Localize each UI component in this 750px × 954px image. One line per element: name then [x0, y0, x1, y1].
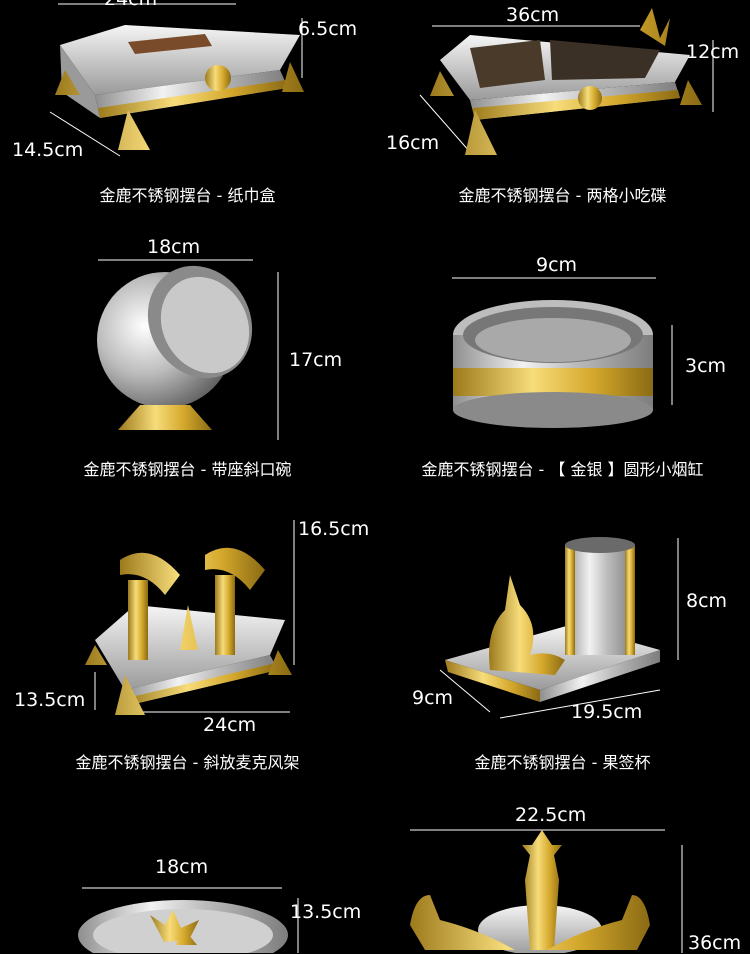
snack-tray-length: 36cm	[506, 4, 560, 26]
bowl-caption: 金鹿不锈钢摆台 - 带座斜口碗	[83, 460, 292, 479]
tissue-box-height: 6.5cm	[298, 18, 358, 40]
tiered-stand-image	[410, 830, 650, 953]
mic-stand-image	[85, 547, 292, 715]
deer-plate-image	[78, 900, 288, 953]
ashtray-diameter: 9cm	[536, 254, 578, 276]
mic-stand-caption: 金鹿不锈钢摆台 - 斜放麦克风架	[75, 753, 300, 772]
bowl-height: 17cm	[289, 349, 343, 371]
ashtray-caption: 金鹿不锈钢摆台 - 【 金银 】圆形小烟缸	[421, 460, 704, 479]
deer-plate-height: 13.5cm	[290, 901, 362, 923]
tiered-stand-height: 36cm	[688, 932, 742, 954]
tiered-stand-width: 22.5cm	[515, 804, 587, 826]
toothpick-cup-length: 19.5cm	[571, 701, 643, 723]
mic-stand-height: 16.5cm	[298, 518, 370, 540]
tissue-box-image	[55, 25, 304, 150]
bowl-diameter: 18cm	[147, 236, 201, 258]
mic-stand-width: 13.5cm	[14, 689, 86, 711]
snack-tray-caption: 金鹿不锈钢摆台 - 两格小吃碟	[458, 186, 667, 205]
toothpick-cup-caption: 金鹿不锈钢摆台 - 果签杯	[474, 753, 651, 772]
toothpick-cup-width: 9cm	[412, 687, 454, 709]
tissue-box-caption: 金鹿不锈钢摆台 - 纸巾盒	[99, 186, 276, 205]
ashtray-height: 3cm	[685, 355, 727, 377]
slanted-bowl-image	[97, 265, 253, 430]
tissue-box-width: 14.5cm	[12, 139, 84, 161]
ashtray-image	[453, 300, 653, 428]
tissue-box-length: 24cm	[104, 0, 157, 9]
deer-plate-diameter: 18cm	[155, 856, 209, 878]
snack-tray-height: 12cm	[686, 41, 740, 63]
snack-tray-width: 16cm	[386, 132, 440, 154]
snack-tray-image	[430, 8, 702, 155]
dimension-lines	[49, 3, 714, 953]
toothpick-cup-height: 8cm	[686, 590, 728, 612]
mic-stand-length: 24cm	[203, 714, 257, 736]
toothpick-cup-image	[445, 537, 660, 702]
